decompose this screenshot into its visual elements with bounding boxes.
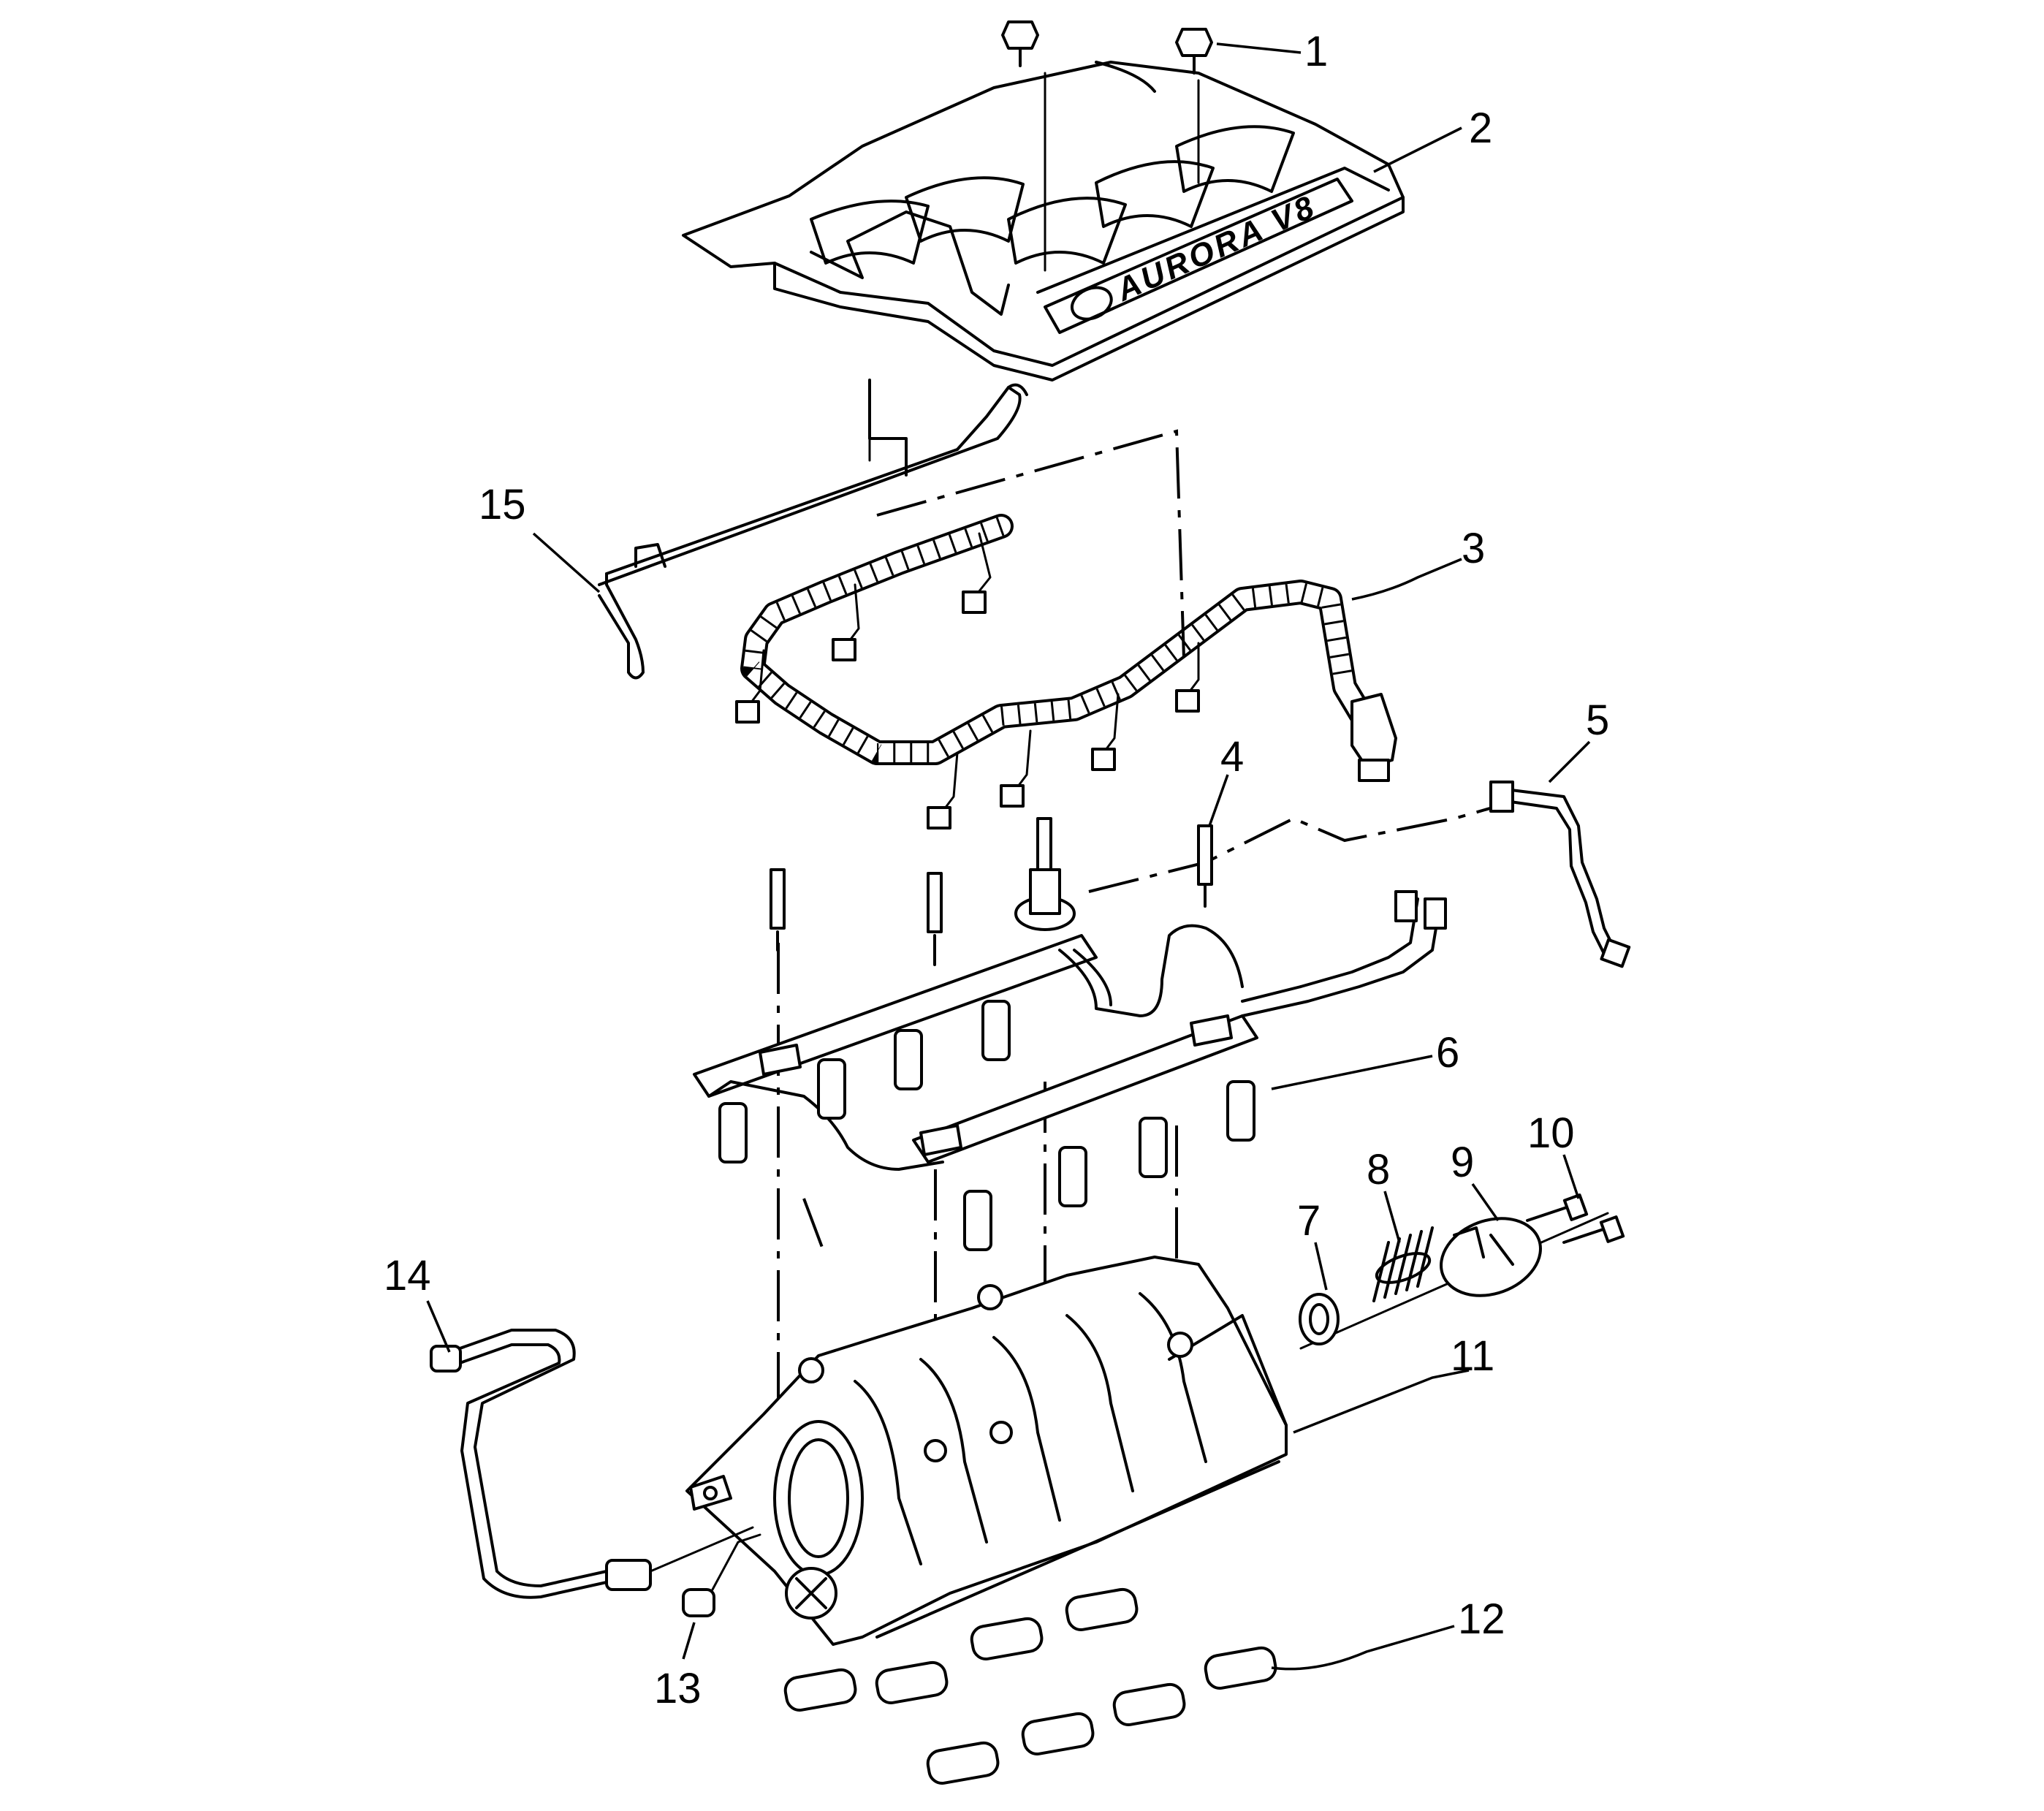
engine-cover: AURORA V8	[682, 61, 1405, 381]
callout-15: 15	[479, 481, 526, 528]
rail-bolt-d	[1197, 824, 1213, 908]
callout-10: 10	[1527, 1109, 1575, 1157]
spring	[1372, 1226, 1434, 1302]
manifold-plug	[682, 1533, 761, 1617]
callout-5: 5	[1586, 696, 1609, 744]
callout-2: 2	[1469, 105, 1492, 152]
injectors-front-row	[963, 1080, 1255, 1251]
fuel-rail-assembly	[693, 868, 1447, 1251]
rail-bolt-a	[770, 868, 786, 952]
callouts: 1 2 3 4 5 6 7 8 9 10 11 12 13 14 15	[384, 28, 1609, 1712]
filter-cap	[1440, 1217, 1542, 1297]
callout-6: 6	[1436, 1029, 1459, 1077]
pcv-tube	[430, 1329, 754, 1599]
egr-components	[1299, 1193, 1625, 1350]
intake-gaskets	[783, 1587, 1277, 1785]
rail-bolt-b	[927, 872, 943, 966]
callout-8: 8	[1367, 1146, 1390, 1193]
injectors-rear-row	[718, 1000, 1011, 1163]
callout-leaders	[426, 42, 1591, 1671]
callout-9: 9	[1451, 1139, 1474, 1186]
screw-upper	[1526, 1193, 1589, 1222]
callout-13: 13	[654, 1665, 702, 1712]
callout-3: 3	[1462, 525, 1485, 572]
injector-wiring-harness	[735, 514, 1397, 829]
callout-1: 1	[1304, 28, 1328, 75]
vacuum-hose	[1489, 781, 1631, 968]
harness-bracket	[598, 379, 1028, 680]
cover-nut-left	[1001, 20, 1046, 272]
fuel-rail-bolts	[770, 817, 1213, 966]
intake-manifold	[685, 1256, 1288, 1646]
callout-4: 4	[1220, 733, 1244, 781]
screw-lower	[1562, 1215, 1625, 1244]
callout-7: 7	[1297, 1197, 1321, 1245]
cover-nut-right	[1175, 28, 1213, 184]
callout-11: 11	[1451, 1332, 1494, 1380]
callout-14: 14	[384, 1252, 431, 1299]
callout-12: 12	[1458, 1595, 1505, 1643]
